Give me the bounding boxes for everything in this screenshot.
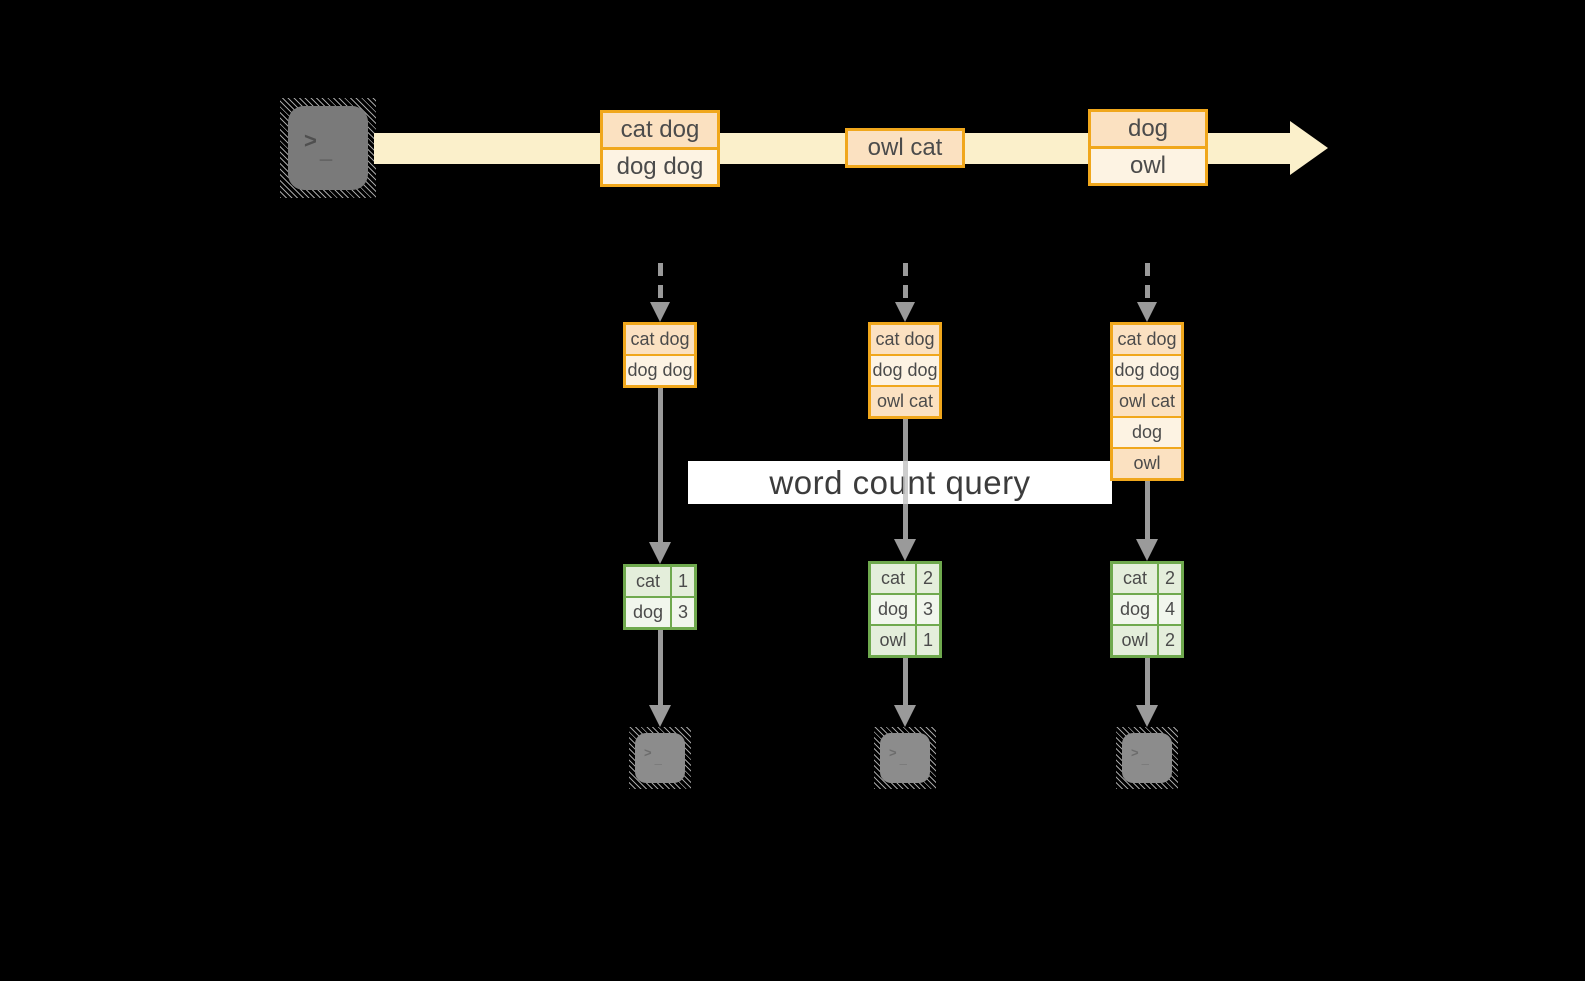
count-cell: 3 [917,595,939,624]
buffer-row: dog [1113,416,1181,447]
count-cell: 1 [672,567,694,596]
buffer-box-2: cat dog dog dog owl cat [868,322,942,419]
count-row: owl 1 [871,624,939,655]
output-arrow-2 [903,658,908,705]
terminal-cursor-glyph: _ [899,750,908,766]
ingest-arrowhead-icon-1 [650,302,670,322]
buffer-row: cat dog [871,325,939,354]
count-row: dog 3 [871,593,939,624]
count-row: dog 4 [1113,593,1181,624]
count-cell: 2 [917,564,939,593]
output-arrowhead-icon-2 [894,705,916,727]
word-cell: dog [1113,595,1159,624]
count-cell: 2 [1159,564,1181,593]
terminal-prompt-glyph: > [889,745,898,760]
query-arrow-1 [658,388,663,542]
source-terminal-icon: > _ [280,98,376,198]
buffer-row: owl [1113,447,1181,478]
query-arrowhead-icon-3 [1136,539,1158,561]
word-cell: cat [1113,564,1159,593]
terminal-cursor-glyph: _ [1141,750,1150,766]
buffer-box-3: cat dog dog dog owl cat dog owl [1110,322,1184,481]
sink-terminal-icon-3: > _ [1116,727,1178,789]
count-table-3: cat 2 dog 4 owl 2 [1110,561,1184,658]
terminal-screen: > _ [1122,733,1172,783]
ingest-dashed-arrow-2 [903,263,908,302]
count-cell: 4 [1159,595,1181,624]
stream-event-box-3: dog owl [1088,109,1208,186]
word-cell: dog [871,595,917,624]
output-arrow-3 [1145,658,1150,705]
buffer-box-1: cat dog dog dog [623,322,697,388]
stream-event-box-1: cat dog dog dog [600,110,720,187]
word-cell: cat [871,564,917,593]
word-cell: owl [1113,626,1159,655]
stream-event-box-2: owl cat [845,128,965,168]
word-cell: owl [871,626,917,655]
word-cell: dog [626,598,672,627]
query-arrow-3 [1145,481,1150,539]
terminal-cursor-glyph: _ [319,137,334,163]
buffer-row: owl cat [1113,385,1181,416]
sink-terminal-icon-2: > _ [874,727,936,789]
output-arrowhead-icon-1 [649,705,671,727]
terminal-prompt-glyph: > [304,128,318,153]
buffer-row: cat dog [1113,325,1181,354]
buffer-row: dog dog [1113,354,1181,385]
query-arrow-2 [903,419,908,539]
count-table-2: cat 2 dog 3 owl 1 [868,561,942,658]
ingest-dashed-arrow-3 [1145,263,1150,302]
stream-event-line: owl [1091,146,1205,183]
ingest-arrowhead-icon-2 [895,302,915,322]
count-cell: 2 [1159,626,1181,655]
count-cell: 3 [672,598,694,627]
buffer-row: owl cat [871,385,939,416]
query-arrowhead-icon-2 [894,539,916,561]
count-cell: 1 [917,626,939,655]
output-arrow-1 [658,630,663,705]
terminal-screen: > _ [635,733,685,783]
stream-event-line: dog [1091,112,1205,146]
query-arrowhead-icon-1 [649,542,671,564]
count-row: cat 1 [626,567,694,596]
count-table-1: cat 1 dog 3 [623,564,697,630]
stream-event-line: cat dog [603,113,717,147]
buffer-row: cat dog [626,325,694,354]
output-arrowhead-icon-3 [1136,705,1158,727]
count-row: owl 2 [1113,624,1181,655]
terminal-cursor-glyph: _ [654,750,663,766]
ingest-dashed-arrow-1 [658,263,663,302]
word-cell: cat [626,567,672,596]
stream-arrowhead-icon [1290,121,1328,175]
buffer-row: dog dog [626,354,694,385]
word-count-query-label: word count query [688,461,1112,504]
stream-event-line: dog dog [603,147,717,184]
count-row: cat 2 [871,564,939,593]
buffer-row: dog dog [871,354,939,385]
count-row: dog 3 [626,596,694,627]
terminal-prompt-glyph: > [1131,745,1140,760]
terminal-prompt-glyph: > [644,745,653,760]
ingest-arrowhead-icon-3 [1137,302,1157,322]
count-row: cat 2 [1113,564,1181,593]
terminal-screen: > _ [288,106,368,190]
stream-event-line: owl cat [848,131,962,165]
terminal-screen: > _ [880,733,930,783]
sink-terminal-icon-1: > _ [629,727,691,789]
